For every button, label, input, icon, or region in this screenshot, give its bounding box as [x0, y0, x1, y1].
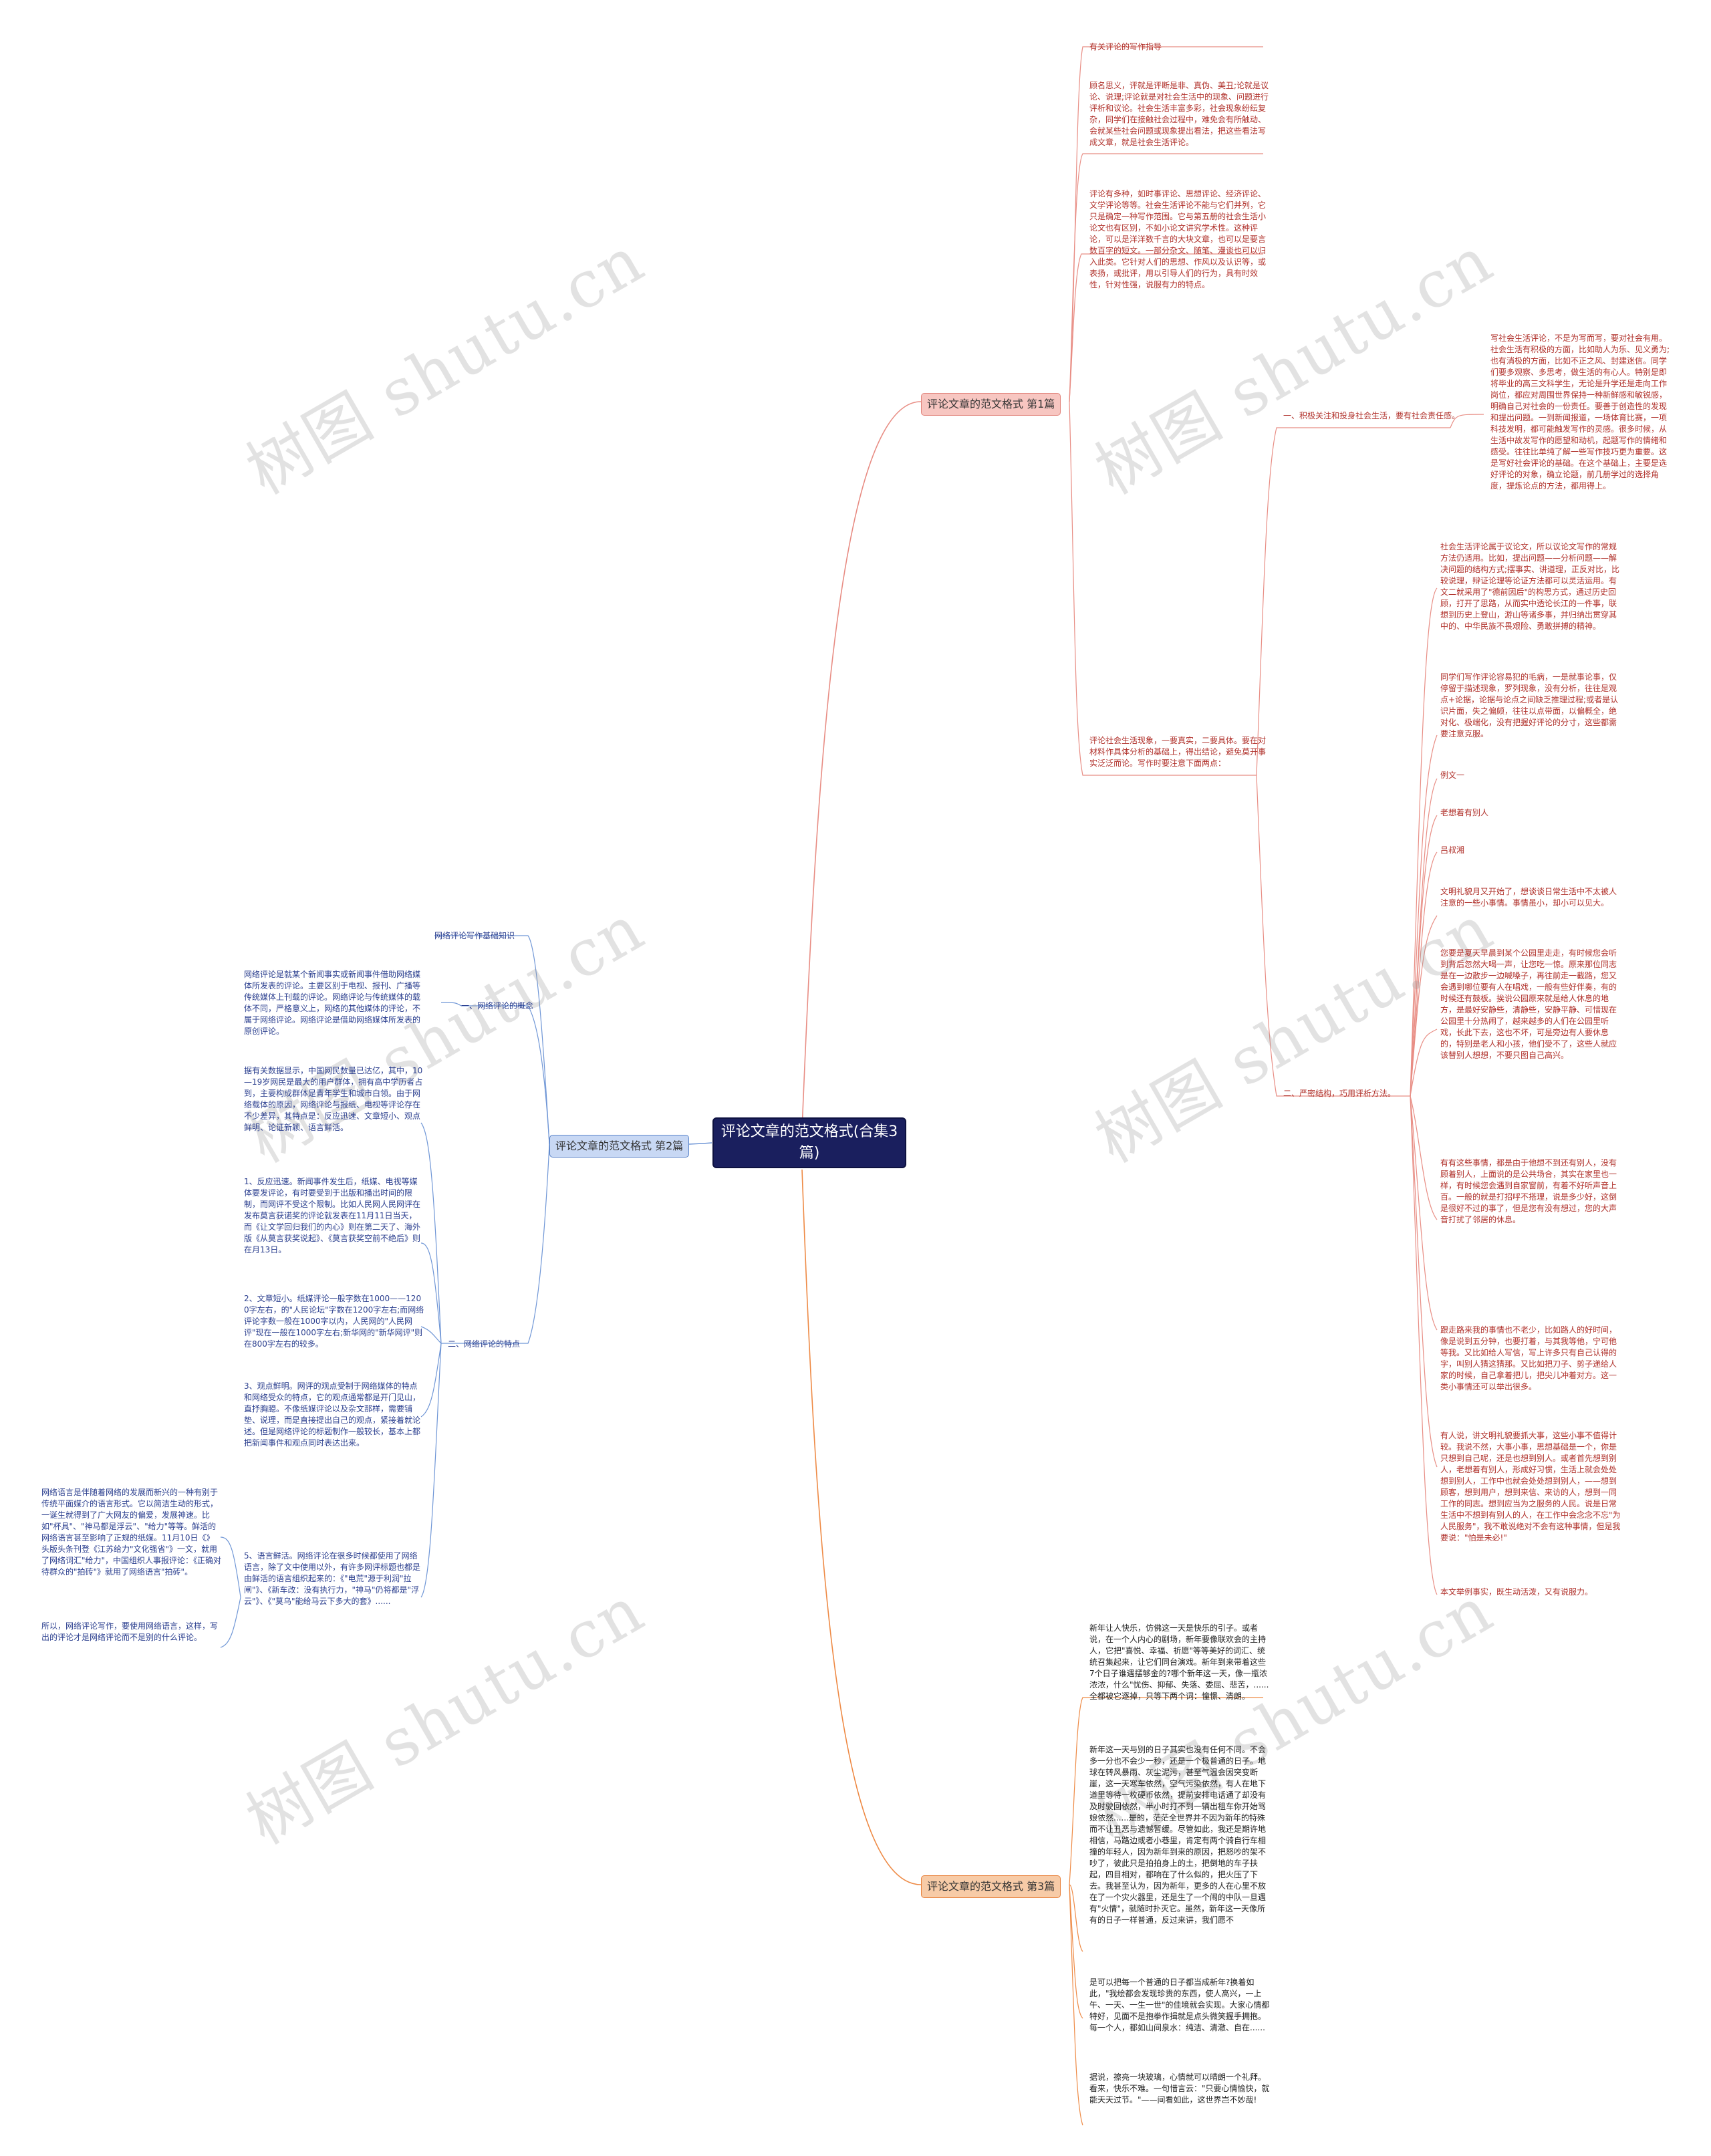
b1-item: 社会生活评论属于议论文，所以议论文写作的常规方法仍适用。比如，提出问题——分析问…	[1440, 542, 1620, 631]
b1-item: 有人说，讲文明礼貌要抓大事，这些小事不值得计较。我说不然，大事小事，思想基础是一…	[1440, 1431, 1621, 1542]
b3-item: 新年这一天与别的日子其实也没有任何不同。不会多一分也不会少一秒，还是一个极普通的…	[1089, 1745, 1267, 1925]
link-root-b1	[801, 401, 922, 1130]
b2-feature-label: 二、网络评论的特点	[448, 1339, 521, 1349]
b2-concept-text: 网络评论是就某个新闻事实或新闻事件借助网络媒体所发表的评论。主要区别于电视、报刊…	[244, 970, 421, 1036]
link-root-b3	[801, 1169, 922, 1885]
b1-intro-types: 评论有多种，如时事评论、思想评论、经济评论、文学评论等等。社会生活评论不能与它们…	[1089, 189, 1267, 289]
b2-feature-item: 5、语言鲜活。网络评论在很多时候都使用了网络语言，除了文中使用以外，有许多网评标…	[244, 1551, 421, 1606]
branch-3-label: 评论文章的范文格式 第3篇	[927, 1880, 1055, 1893]
b1-point-1-label: 一、积极关注和投身社会生活，要有社会责任感。	[1283, 411, 1460, 420]
b2-feature-sub: 网络语言是伴随着网络的发展而新兴的一种有别于传统平面媒介的语言形式。它以简洁生动…	[41, 1488, 222, 1577]
b1-point-2-label: 二、严密结构，巧用评析方法。	[1283, 1089, 1396, 1098]
b1-point-1-text: 写社会生活评论，不是为写而写，要对社会有用。社会生活有积极的方面，比如助人为乐、…	[1490, 333, 1670, 491]
b2-feature-item: 3、观点鲜明。网评的观点受制于网络媒体的特点和网络受众的特点，它的观点通常都是开…	[244, 1381, 421, 1448]
branch-1[interactable]: 评论文章的范文格式 第1篇	[921, 393, 1061, 416]
b1-item: 老想着有别人	[1440, 808, 1489, 817]
b2-feature-sub: 所以，网络评论写作，要使用网络语言，这样，写出的评论才是网络评论而不是别的什么评…	[41, 1621, 219, 1642]
b1-item: 同学们写作评论容易犯的毛病，一是就事论事，仅停留于描述现象，罗列现象，没有分析，…	[1440, 672, 1619, 738]
b2-feature-item: 1、反应迅速。新闻事件发生后，纸媒、电视等媒体要发评论，有时要受到于出版和播出时…	[244, 1177, 421, 1254]
branch-1-label: 评论文章的范文格式 第1篇	[927, 398, 1055, 410]
b2-concept-label: 一、网络评论的概念	[461, 1001, 534, 1010]
branch-2-label: 评论文章的范文格式 第2篇	[555, 1139, 684, 1152]
b1-intro-definition: 顾名思义，评就是评断是非、真伪、美丑;论就是议论、说理;评论就是对社会生活中的现…	[1089, 81, 1269, 147]
branch-2[interactable]: 评论文章的范文格式 第2篇	[549, 1135, 690, 1158]
b1-summary: 评论社会生活现象，一要真实，二要具体。要在对材料作具体分析的基础上，得出结论，避…	[1089, 736, 1267, 768]
b1-item: 吕叔湘	[1440, 845, 1465, 855]
b2-feature-item: 据有关数据显示，中国网民数量已达亿，其中，10—19岁网民是最大的用户群体，拥有…	[244, 1066, 423, 1132]
b1-item: 您要是夏天早晨到某个公园里走走，有时候您会听到背后忽然大喝一声，让您吃一惊。原来…	[1440, 948, 1617, 1060]
b1-item: 例文一	[1440, 771, 1465, 780]
b3-item: 是可以把每一个普通的日子都当成新年?换着如此，"我绘都会发现珍贵的东西，使人高兴…	[1089, 1978, 1270, 2032]
b1-item: 本文举例事实，既生动活泼，又有说服力。	[1440, 1587, 1593, 1597]
b2-feature-item: 2、文章短小。纸媒评论一般字数在1000——1200字左右，的"人民论坛"字数在…	[244, 1294, 424, 1349]
b3-item: 新年让人快乐，仿佛这一天是快乐的引子。或者说，在一个人内心的剧场，新年要像联欢会…	[1089, 1623, 1269, 1701]
b1-intro-title: 有关评论的写作指导	[1089, 42, 1162, 51]
b1-item: 有有这些事情，都是由于他想不到还有别人，没有顾着别人，上面说的是公共场合，其实在…	[1440, 1158, 1617, 1224]
root-label: 评论文章的范文格式(合集3篇)	[720, 1123, 898, 1162]
branch-3[interactable]: 评论文章的范文格式 第3篇	[921, 1875, 1061, 1898]
b1-item: 文明礼貌月又开始了，想谈谈日常生活中不太被人注意的一些小事情。事情虽小，却小可以…	[1440, 887, 1617, 908]
b2-basic: 网络评论写作基础知识	[434, 931, 515, 940]
b1-item: 跟走路来我的事情也不老少，比如路人的好时间，像是说到五分钟，也要打着，与其我等他…	[1440, 1325, 1617, 1391]
root-node[interactable]: 评论文章的范文格式(合集3篇)	[712, 1117, 906, 1168]
b3-item: 据说，擦亮一块玻璃，心情就可以晴朗一个礼拜。看来，快乐不难。一句惜言云："只要心…	[1089, 2072, 1270, 2105]
